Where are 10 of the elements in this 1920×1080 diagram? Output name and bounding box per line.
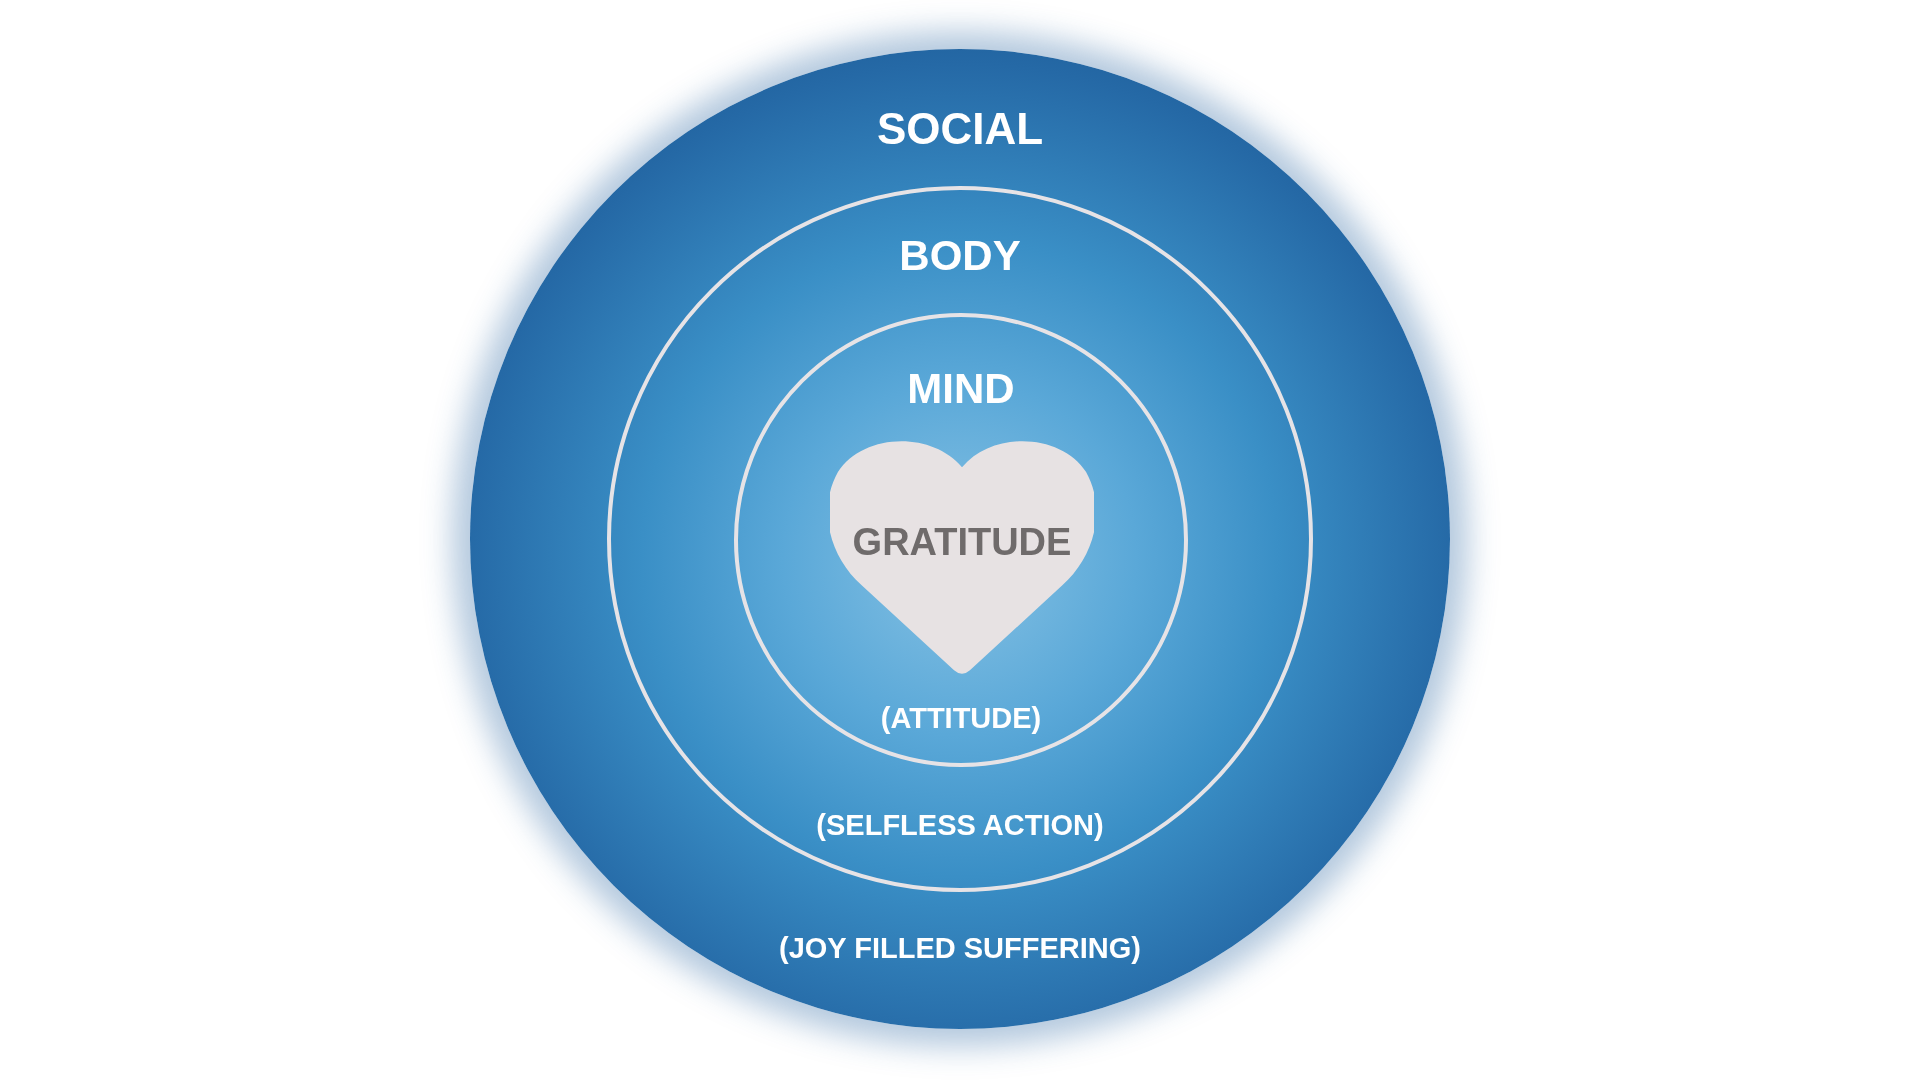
heading: BODY [899,232,1021,280]
heading: GRATITUDE [852,520,1072,564]
heading: SOCIAL [876,104,1044,154]
ring-circle [607,186,1313,892]
heart-shape [830,439,1094,675]
subtitle: (JOY FILLED SUFFERING) [779,931,1141,965]
heading: MIND [907,365,1015,413]
ring-circle [734,313,1188,767]
subtitle: (ATTITUDE) [880,701,1042,735]
subtitle: (SELFLESS ACTION) [816,808,1104,842]
